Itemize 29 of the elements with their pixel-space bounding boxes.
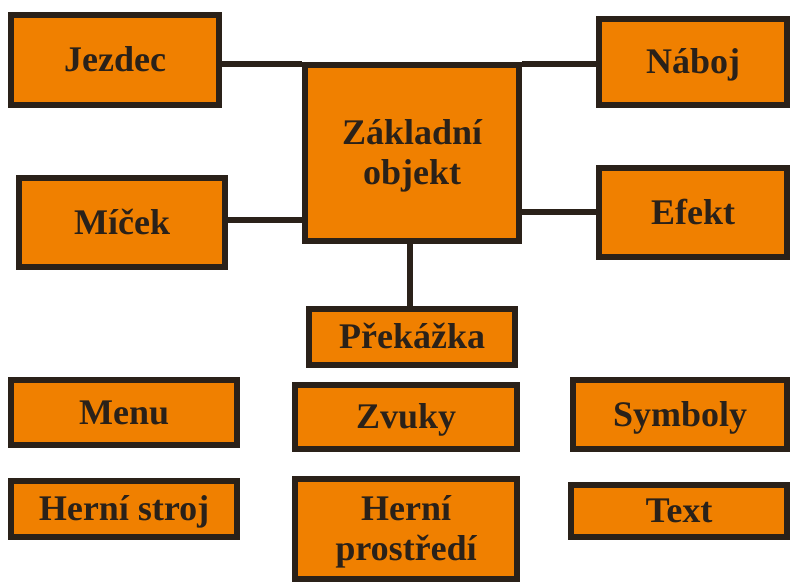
connector-line [222,61,302,67]
box-label: Náboj [646,42,740,82]
box-label: Základní objekt [340,113,484,193]
concept-box [302,62,522,244]
concept-box [306,306,518,368]
concept-box [292,476,520,582]
concept-box [8,478,240,540]
box-label: Efekt [651,192,735,232]
box-label: Jezdec [64,40,166,80]
concept-box [568,482,790,540]
box-label: Symboly [612,394,748,434]
box-label: Zvuky [356,397,456,437]
concept-box [8,377,240,448]
box-label: Herní prostředí [334,489,478,569]
concept-box [570,377,790,452]
concept-box [16,175,228,270]
connector-line [228,217,302,223]
connector-line [522,61,596,67]
concept-box [596,16,790,108]
box-label: Menu [79,392,169,432]
box-label: Text [646,491,712,531]
box-label: Míček [74,202,170,242]
connector-line [407,244,413,306]
box-label: Herní stroj [38,489,210,529]
box-label: Překážka [339,317,485,357]
concept-box [292,382,520,452]
connector-line [522,209,596,215]
concept-box [596,165,790,260]
concept-box [8,12,222,108]
